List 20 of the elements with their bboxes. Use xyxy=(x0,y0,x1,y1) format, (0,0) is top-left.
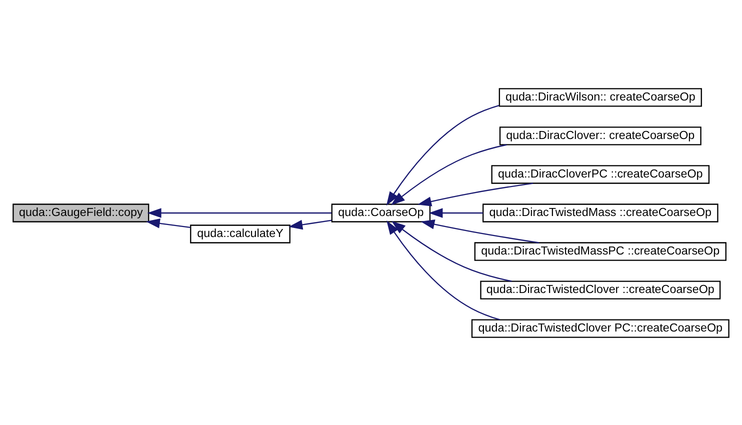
arrow xyxy=(288,219,332,230)
arrow xyxy=(386,104,500,206)
node-box: quda::CoarseOp xyxy=(331,203,431,222)
node-box: quda::DiracTwistedClover PC::createCoarseOp xyxy=(471,318,730,338)
arrow xyxy=(390,144,507,205)
node-box: quda::calculateY xyxy=(190,224,290,243)
arrow xyxy=(392,220,512,282)
arrow xyxy=(420,219,540,243)
arrow xyxy=(428,208,484,218)
arrow xyxy=(386,220,500,320)
node-box: quda::DiracClover:: createCoarseOp xyxy=(499,126,702,145)
node-box: quda::DiracWilson:: createCoarseOp xyxy=(498,88,702,106)
node-box: quda::GaugeField::copy xyxy=(12,203,150,222)
node-box: quda::DiracCloverPC ::createCoarseOp xyxy=(491,164,710,184)
node-box: quda::DiracTwistedMass ::createCoarseOp xyxy=(482,203,718,222)
arrow xyxy=(146,218,190,228)
arrow xyxy=(147,208,332,218)
arrow xyxy=(417,182,534,206)
node-box: quda::DiracTwistedMassPC ::createCoarseOp xyxy=(474,242,726,260)
node-box: quda::DiracTwistedClover ::createCoarseOp xyxy=(480,280,721,299)
